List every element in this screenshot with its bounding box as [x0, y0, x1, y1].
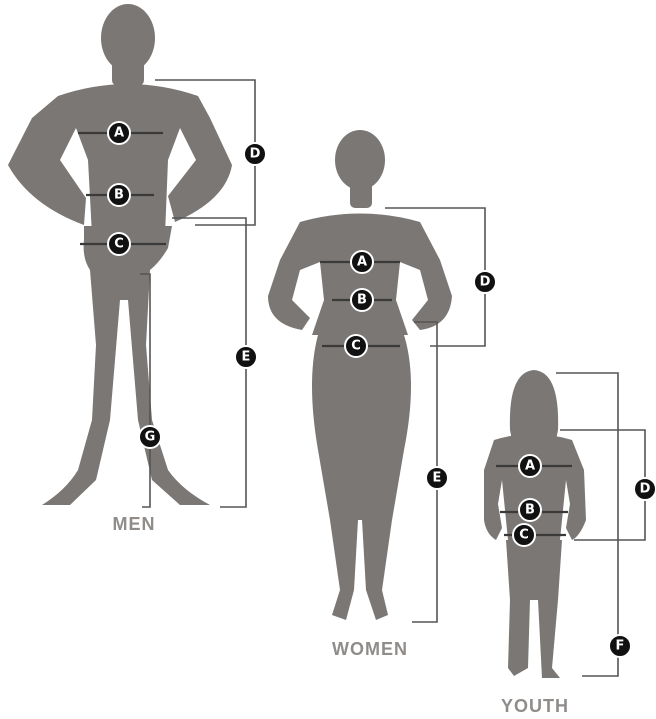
youth-figure: A B C D F YOUTH — [484, 370, 656, 716]
men-figure: A B C D E G MEN — [8, 4, 266, 534]
svg-text:B: B — [357, 293, 367, 308]
svg-text:A: A — [357, 255, 367, 270]
svg-text:C: C — [114, 237, 124, 252]
youth-badge-c: C — [513, 524, 535, 546]
youth-badge-f: F — [609, 635, 631, 657]
svg-text:A: A — [114, 126, 124, 141]
svg-text:D: D — [640, 482, 651, 497]
men-badge-c: C — [108, 233, 130, 255]
men-badge-a: A — [108, 122, 130, 144]
youth-badge-d: D — [634, 478, 656, 500]
svg-text:A: A — [525, 459, 535, 474]
svg-text:E: E — [433, 471, 442, 486]
youth-label: YOUTH — [501, 696, 569, 716]
women-badge-d: D — [474, 271, 496, 293]
svg-text:F: F — [616, 639, 625, 654]
youth-f-bracket — [556, 373, 618, 676]
women-badge-a: A — [351, 251, 373, 273]
youth-badge-b: B — [519, 499, 541, 521]
svg-text:B: B — [525, 503, 535, 518]
men-badge-d: D — [244, 143, 266, 165]
women-label: WOMEN — [332, 639, 408, 659]
women-silhouette — [268, 130, 452, 620]
svg-text:B: B — [114, 188, 124, 203]
svg-text:D: D — [480, 275, 491, 290]
youth-badge-a: A — [519, 455, 541, 477]
svg-text:D: D — [250, 147, 261, 162]
youth-silhouette — [484, 370, 586, 678]
men-badge-b: B — [108, 184, 130, 206]
women-badge-c: C — [345, 335, 367, 357]
women-figure: A B C D E WOMEN — [268, 130, 496, 659]
svg-text:C: C — [519, 528, 529, 543]
women-badge-b: B — [351, 289, 373, 311]
men-e-bracket — [172, 218, 246, 507]
svg-text:E: E — [242, 350, 251, 365]
svg-text:G: G — [145, 430, 156, 445]
svg-text:C: C — [351, 339, 361, 354]
women-badge-e: E — [426, 467, 448, 489]
men-badge-g: G — [139, 426, 161, 448]
men-label: MEN — [113, 514, 156, 534]
men-badge-e: E — [235, 346, 257, 368]
